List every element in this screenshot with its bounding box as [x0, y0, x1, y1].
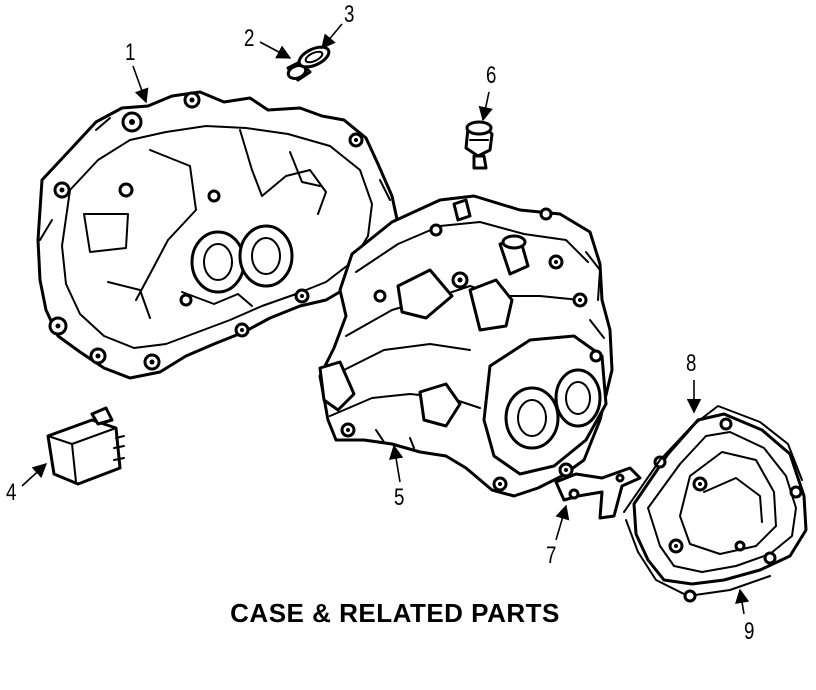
callout-4: 4 — [6, 479, 17, 506]
bracket-icon — [554, 466, 642, 520]
callout-3: 3 — [344, 1, 355, 28]
callout-2: 2 — [244, 25, 255, 52]
switch-module-icon — [46, 406, 125, 486]
callout-5: 5 — [394, 484, 405, 511]
gasket-icon — [623, 405, 803, 603]
callout-6: 6 — [486, 62, 497, 89]
diagram-caption: CASE & RELATED PARTS — [230, 598, 560, 628]
seal-ring-icon — [297, 45, 331, 69]
breather-plug-icon — [464, 120, 494, 170]
callout-9: 9 — [744, 618, 755, 645]
transaxle-case-icon — [318, 194, 614, 498]
end-cover-icon — [632, 412, 808, 586]
clutch-housing-icon — [36, 90, 400, 380]
callout-8: 8 — [686, 350, 697, 377]
leader-arrows — [21, 23, 750, 615]
callout-7: 7 — [546, 542, 557, 569]
callout-1: 1 — [125, 39, 136, 66]
